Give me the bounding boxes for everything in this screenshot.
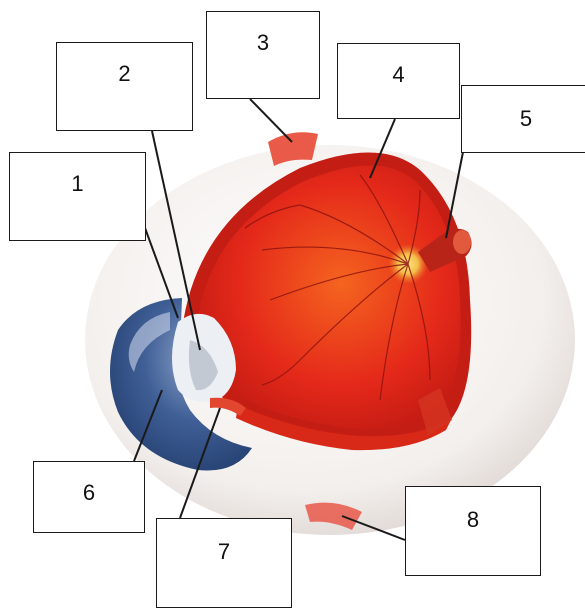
leader-line-3 (249, 98, 293, 143)
cornea-highlight (128, 312, 170, 372)
label-box-7[interactable]: 7 (156, 518, 292, 608)
retinal-vessels (244, 174, 431, 401)
leader-lines (133, 98, 464, 541)
leader-line-1 (144, 227, 179, 319)
label-number: 8 (466, 507, 480, 532)
lens-shadow (188, 340, 218, 391)
inferior-oblique-muscle (418, 388, 452, 436)
retina (196, 165, 461, 429)
label-box-8[interactable]: 8 (405, 486, 541, 576)
label-box-5[interactable]: 5 (461, 85, 585, 153)
leader-line-2 (151, 130, 201, 351)
leader-line-7 (179, 407, 221, 519)
leader-line-5 (445, 151, 464, 239)
label-number: 7 (217, 539, 231, 564)
label-box-3[interactable]: 3 (206, 11, 320, 99)
lower-choroid-band (236, 405, 452, 451)
label-number: 6 (82, 480, 96, 505)
label-box-6[interactable]: 6 (33, 461, 145, 533)
label-box-4[interactable]: 4 (337, 43, 460, 119)
inferior-muscle (305, 502, 362, 530)
leader-line-4 (369, 118, 396, 179)
label-box-1[interactable]: 1 (9, 152, 146, 241)
label-number: 5 (519, 106, 533, 131)
optic-nerve-end (453, 230, 471, 254)
label-number: 3 (256, 30, 270, 55)
ciliary-body (210, 397, 246, 416)
label-number: 4 (392, 62, 405, 87)
label-number: 2 (118, 61, 131, 86)
label-number: 1 (71, 171, 84, 196)
leader-line-8 (341, 515, 406, 541)
superior-muscle (268, 132, 318, 166)
leader-line-6 (133, 389, 163, 462)
label-box-2[interactable]: 2 (56, 42, 193, 131)
